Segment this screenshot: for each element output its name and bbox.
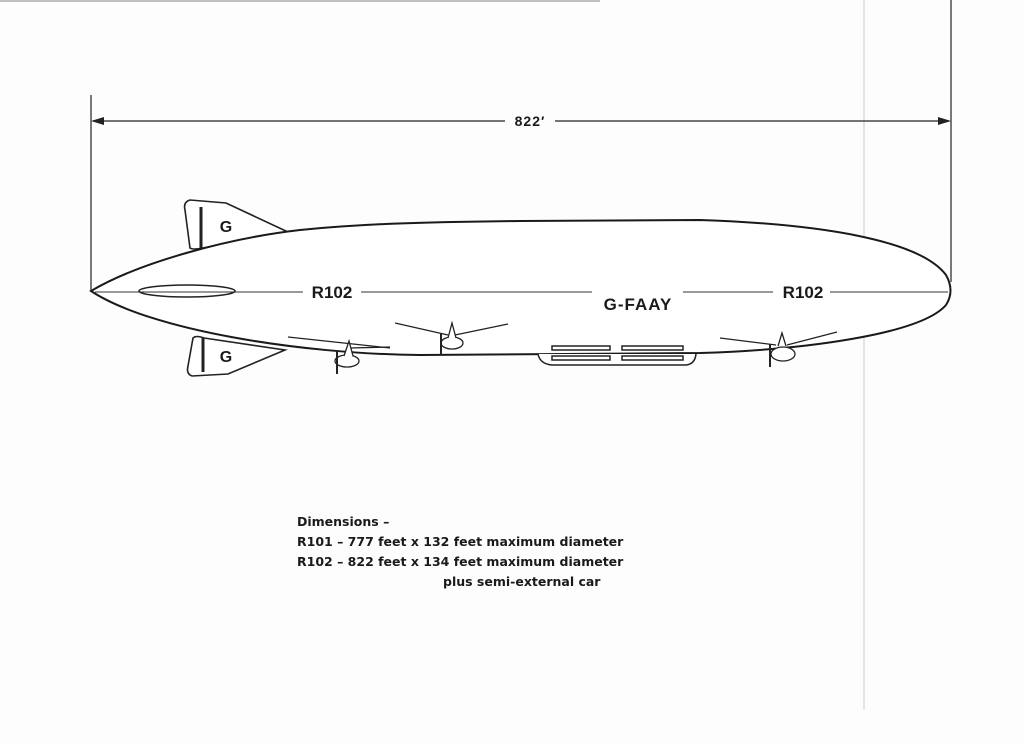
hull-registration: G-FAAY: [604, 295, 673, 314]
engine-car-3: [719, 330, 838, 367]
notes-r101: R101 – 777 feet x 132 feet maximum diame…: [297, 534, 624, 549]
dimensions-notes: Dimensions – R101 – 777 feet x 132 feet …: [297, 512, 623, 592]
lower-fin-letter: G: [220, 349, 232, 366]
length-dimension: [90, 0, 952, 290]
notes-r102: R102 – 822 feet x 134 feet maximum diame…: [297, 554, 624, 569]
airship-hull: [89, 218, 952, 357]
control-car: [138, 284, 236, 298]
notes-r102-continued: plus semi-external car: [443, 574, 601, 589]
hull-name-fore: R102: [312, 283, 353, 302]
passenger-car: [537, 345, 697, 366]
upper-fin-letter: G: [220, 219, 232, 236]
notes-heading: Dimensions –: [297, 514, 390, 529]
lower-fin: [186, 335, 288, 377]
hull-name-aft: R102: [783, 283, 824, 302]
engine-car-2: [394, 320, 509, 355]
length-label: 822′: [515, 113, 546, 129]
engine-car-1: [287, 336, 391, 374]
